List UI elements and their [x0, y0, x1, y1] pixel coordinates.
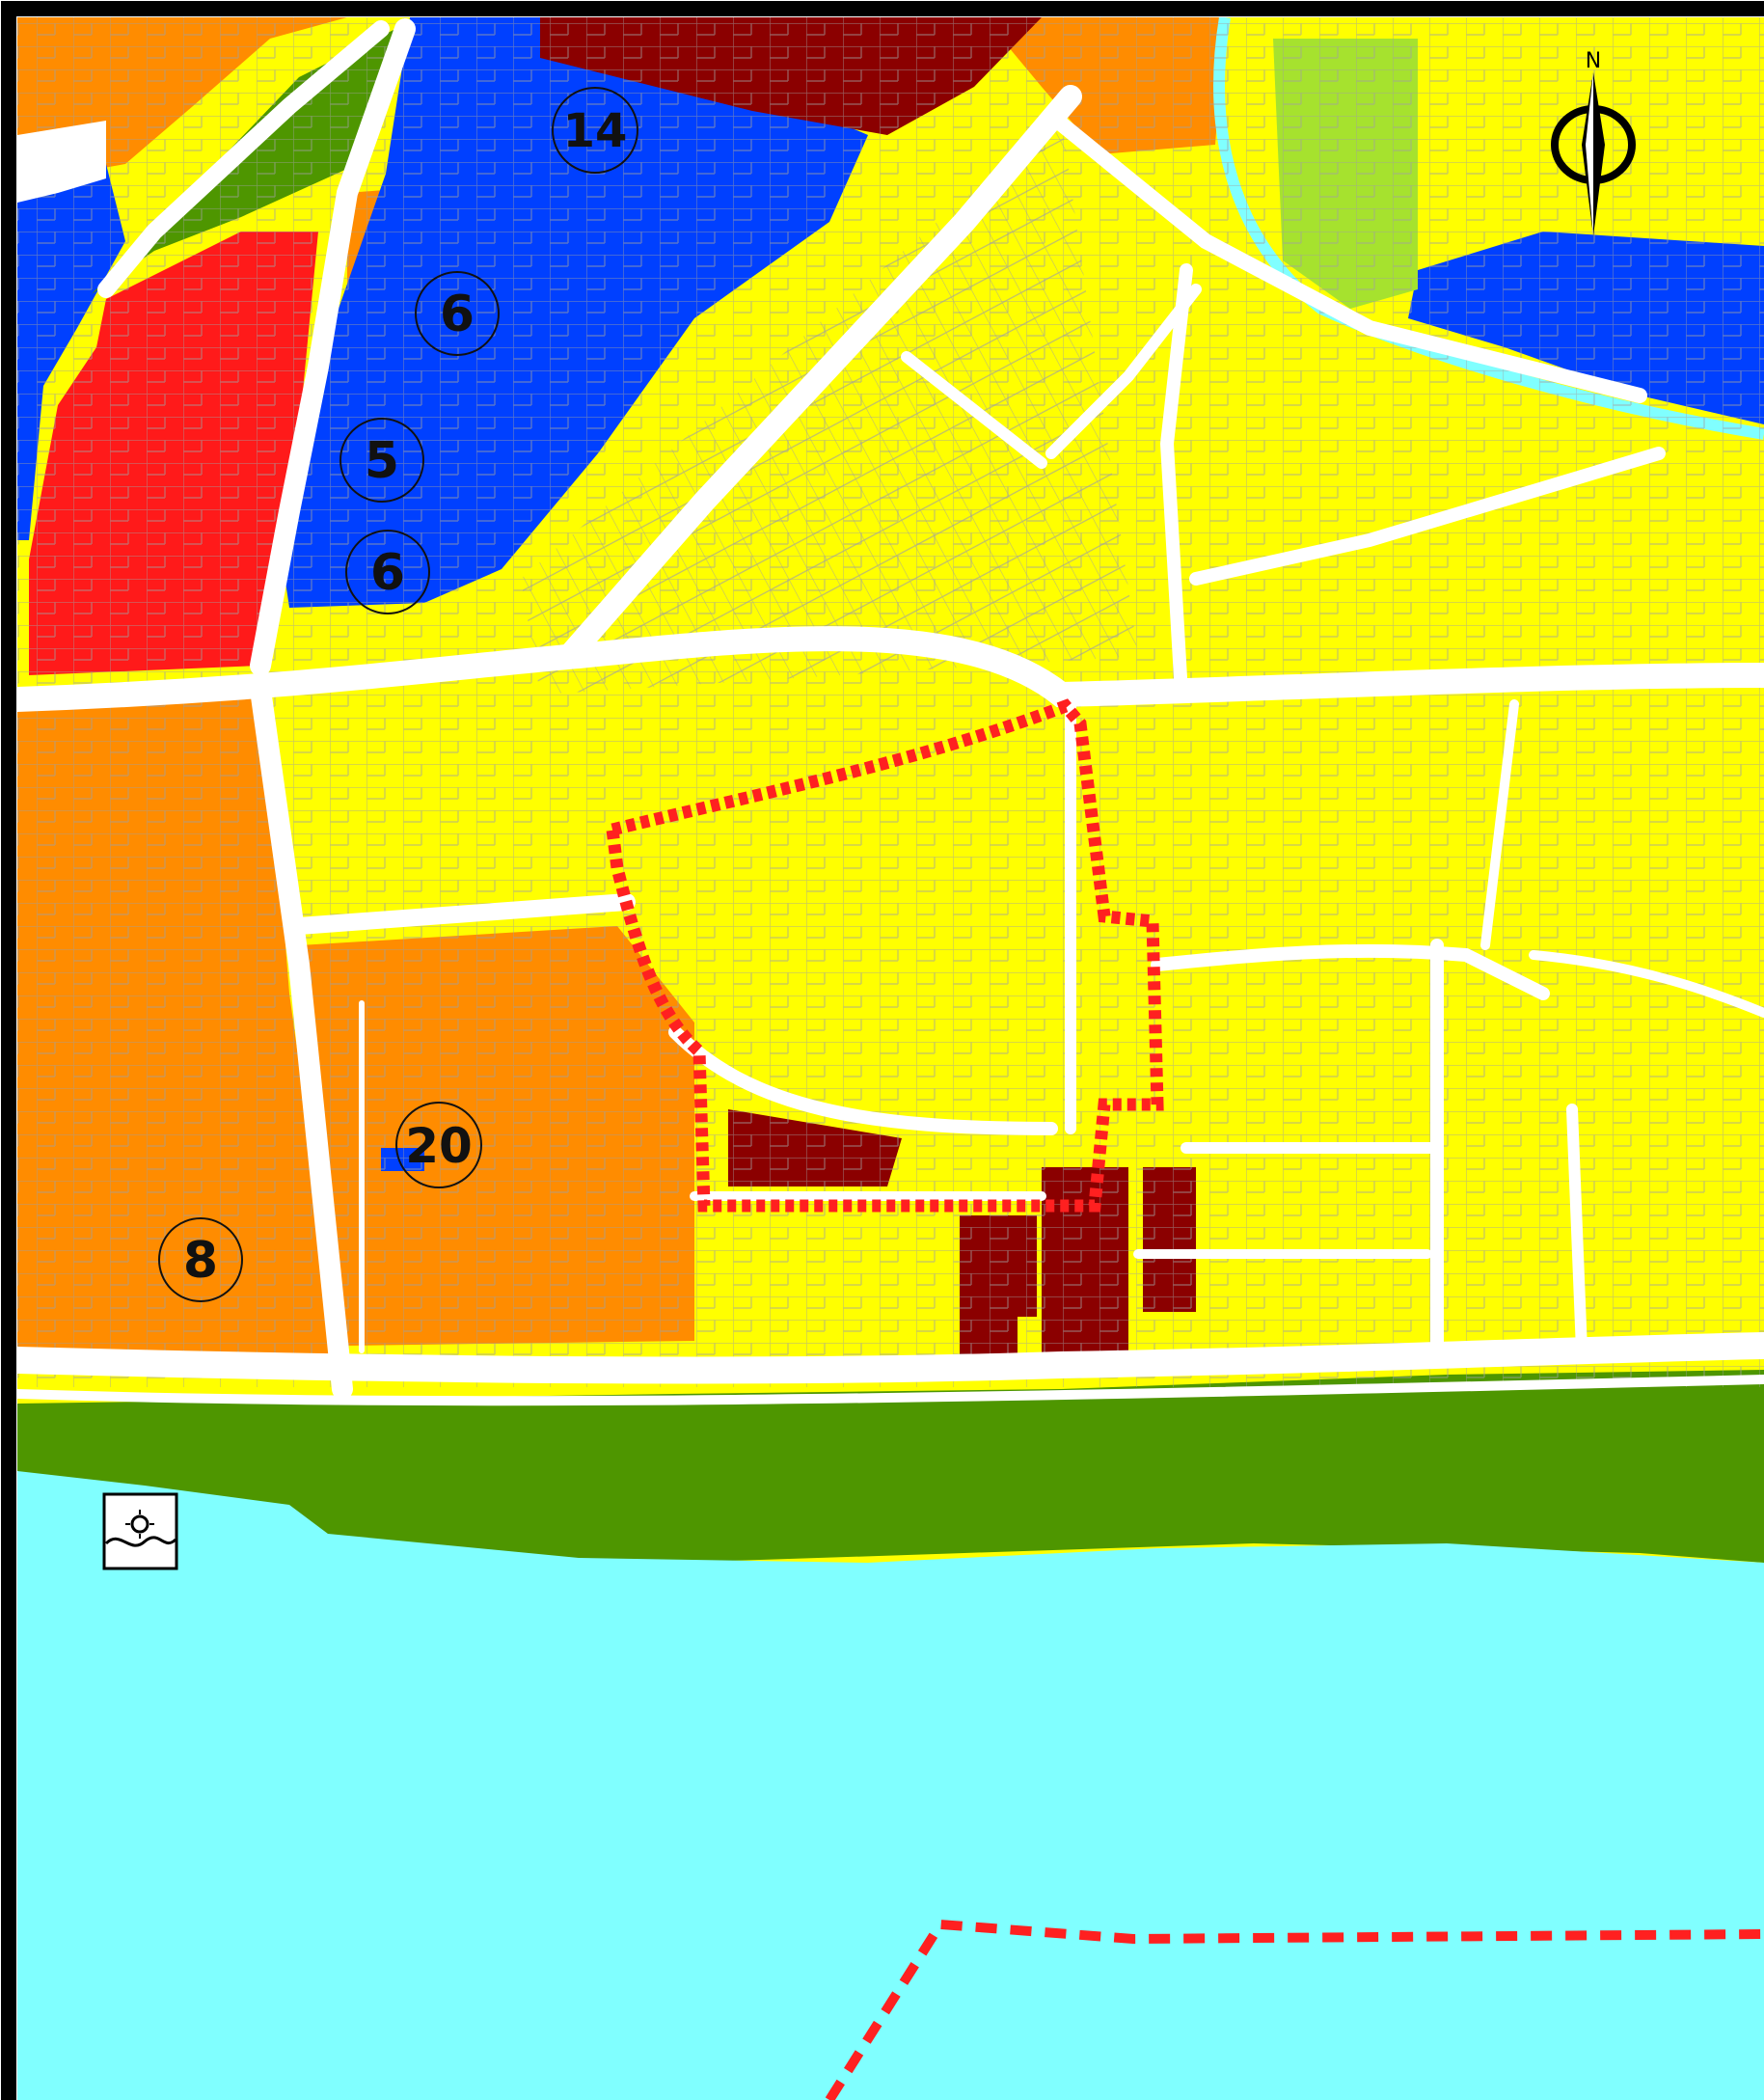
zone-label-14: 14: [552, 87, 638, 174]
north-label: N: [1586, 49, 1601, 73]
zone-label-text: 5: [365, 432, 399, 490]
riverside-recreation-icon: [102, 1492, 178, 1570]
zone-label-6-lower: 6: [345, 530, 430, 614]
zone-label-6: 6: [415, 271, 500, 356]
zone-label-text: 14: [563, 104, 628, 158]
zone-label-5: 5: [339, 418, 424, 503]
zone-label-text: 20: [405, 1118, 473, 1174]
open-space: [17, 121, 106, 203]
zone-label-text: 6: [370, 544, 405, 602]
zone-label-text: 8: [183, 1232, 218, 1290]
road-network: [17, 18, 1764, 1406]
zone-label-20: 20: [395, 1102, 482, 1188]
north-arrow-icon: N: [1551, 49, 1636, 236]
river-water: [17, 1471, 1764, 2100]
planning-boundary: [605, 698, 1164, 1213]
zone-label-text: 6: [440, 286, 475, 343]
zone-label-8: 8: [158, 1217, 243, 1302]
zone-riverbank-green: [17, 1370, 1764, 1563]
